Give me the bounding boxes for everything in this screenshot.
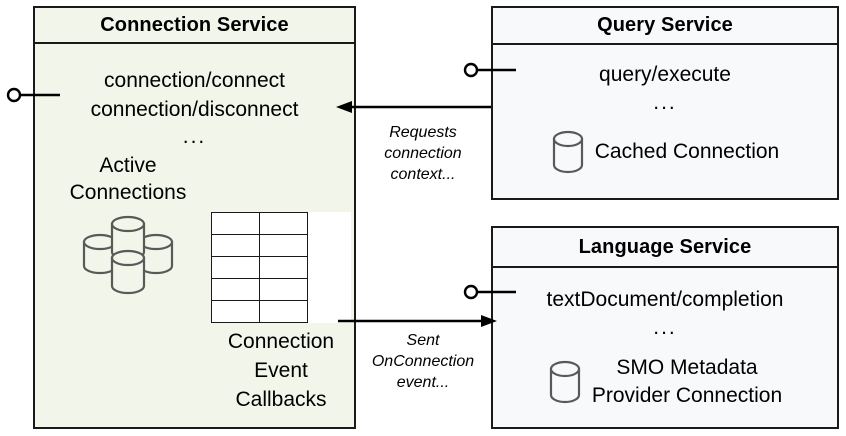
language-service-resource: SMO Metadata Provider Connection [493,354,837,410]
connection-service-endpoint-list: connection/connect connection/disconnect… [35,66,354,150]
connection-service-title: Connection Service [35,8,354,44]
requests-label-line1: Requests [389,124,457,141]
active-connections-label-line1: Active [99,154,157,177]
callbacks-label-line1: Connection [227,330,335,353]
lollipop-socket-icon [463,62,479,78]
table-row [211,300,308,323]
endpoint-query-execute: query/execute [599,63,731,86]
active-connections-group: Active Connections [43,152,213,300]
callbacks-label-line2: Event [254,359,308,382]
table-row [211,212,308,235]
query-service-resource: Cached Connection [493,129,837,175]
query-service-title: Query Service [493,8,837,45]
table-grid-icon [211,212,351,323]
language-service-title: Language Service [493,228,837,268]
component-query-service[interactable]: Query Service query/execute ... Cached C… [491,6,839,200]
language-service-body: textDocument/completion ... SMO Metadata… [493,268,837,431]
database-cylinder-icon [549,360,580,404]
smo-label-line1: SMO Metadata [616,356,758,379]
requests-label-line3: context... [390,166,456,183]
language-service-endpoint-list: textDocument/completion ... [493,286,837,342]
smo-metadata-provider-connection-label: SMO Metadata Provider Connection [592,354,782,410]
endpoint-connection-connect: connection/connect [104,69,285,92]
cached-connection-label: Cached Connection [594,140,780,163]
lollipop-socket-icon [6,87,22,103]
connection-service-ellipsis: ... [182,125,207,148]
callbacks-label-line3: Callbacks [235,388,327,411]
smo-label-line2: Provider Connection [591,384,783,407]
connection-service-body: connection/connect connection/disconnect… [35,44,354,427]
language-service-ellipsis: ... [653,316,677,339]
cylinder-stack-icon [82,215,174,295]
connection-event-callbacks-group: Connection Event Callbacks [211,212,351,414]
query-service-body: query/execute ... Cached Connection [493,45,837,202]
requests-label-line2: connection [384,145,462,162]
edge-label-requests-connection-context: Requests connection context... [357,122,489,185]
sent-label-line3: event... [396,374,450,391]
table-row [211,278,308,301]
table-row [211,256,308,279]
sent-label-line2: OnConnection [371,353,475,370]
component-language-service[interactable]: Language Service textDocument/completion… [491,226,839,429]
endpoint-textdocument-completion: textDocument/completion [546,288,784,311]
edge-label-sent-onconnection-event: Sent OnConnection event... [355,330,491,393]
query-service-endpoint-list: query/execute ... [493,61,837,117]
endpoint-connection-disconnect: connection/disconnect [90,98,299,121]
table-row [211,234,308,257]
active-connections-label-line2: Connections [69,181,187,204]
query-service-ellipsis: ... [653,91,677,114]
sent-label-line1: Sent [406,332,440,349]
component-connection-service[interactable]: Connection Service connection/connect co… [33,6,356,429]
lollipop-socket-icon [463,284,479,300]
edge-requests-connection-context [336,101,491,113]
database-cylinder-icon [552,130,583,174]
edge-sent-onconnection-event [338,315,497,327]
